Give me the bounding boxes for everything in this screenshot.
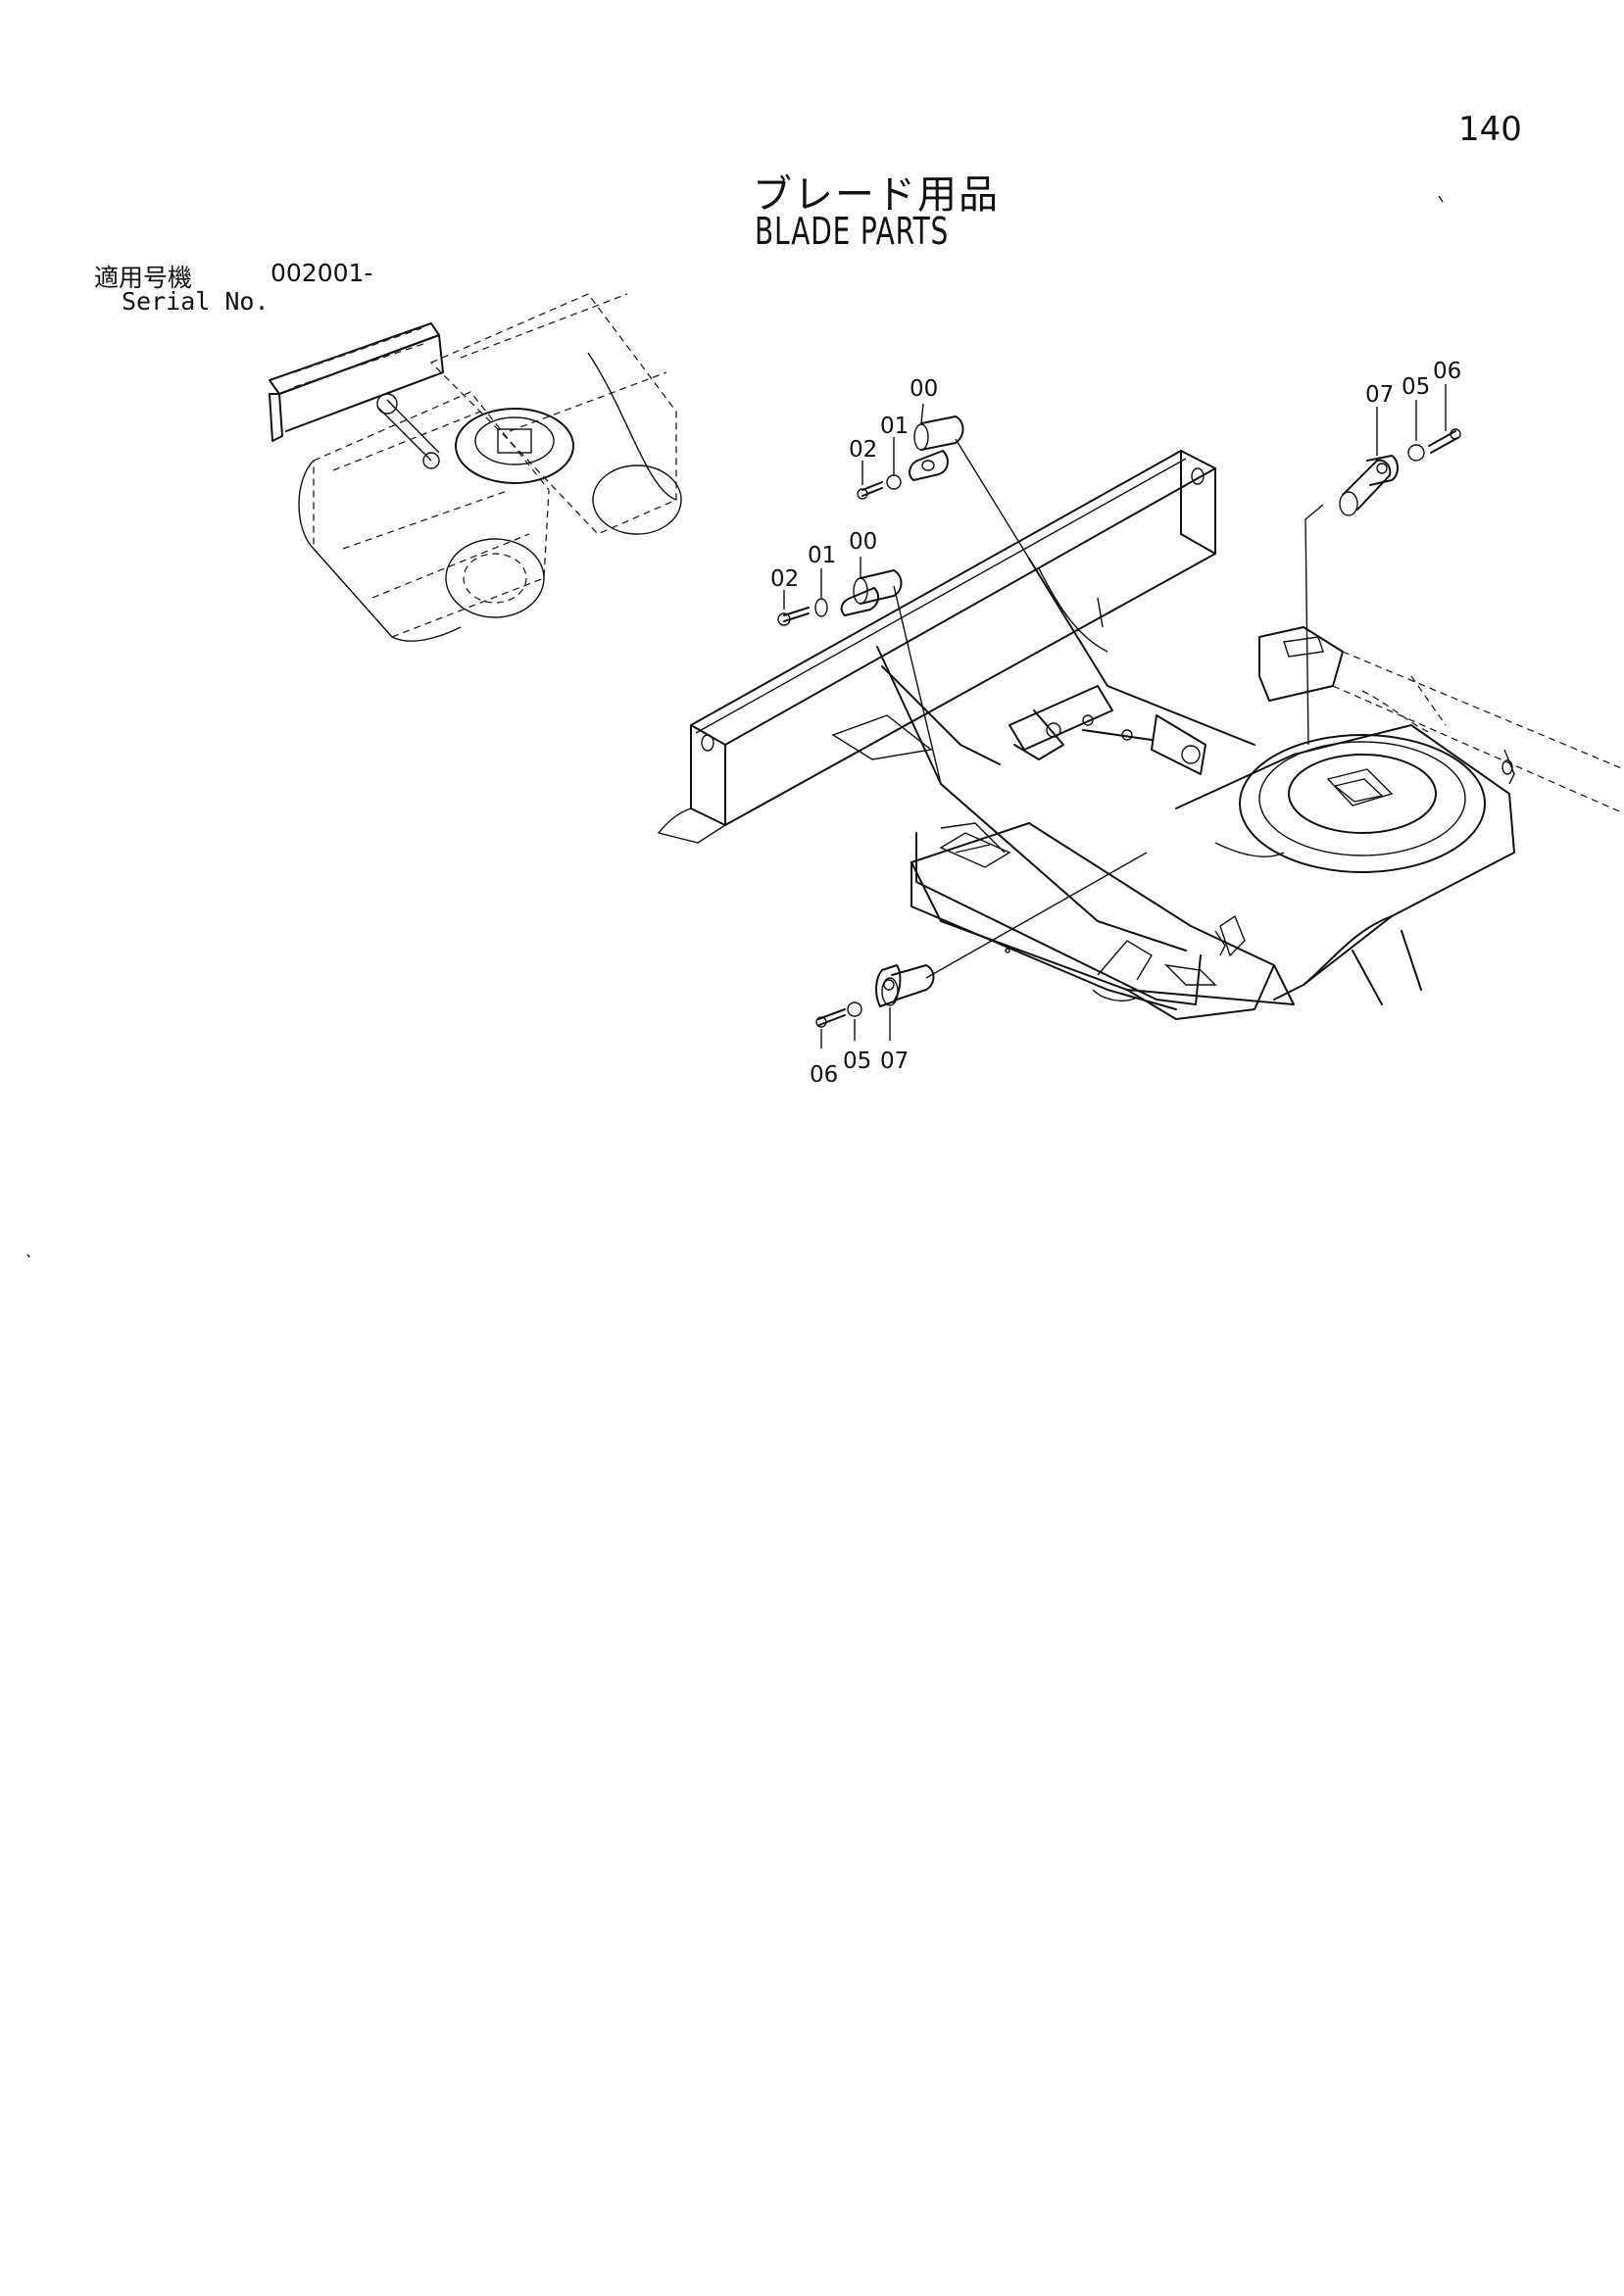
callout-bottom-05: 05: [843, 1049, 871, 1074]
pin-assembly-bottom: 06 05 07: [810, 852, 1148, 1088]
scan-mark: [1438, 195, 1444, 203]
pin-assembly-right: 07 05 06: [1304, 359, 1461, 746]
page-number: 140: [1458, 110, 1522, 149]
callout-right-06: 06: [1433, 359, 1461, 384]
serial-label-japanese: 適用号機: [94, 264, 193, 292]
key-view-undercarriage: [269, 293, 682, 642]
pin-assembly-upper: 00 01 02: [849, 376, 1030, 560]
callout-upper-00: 00: [910, 376, 938, 402]
pin-assembly-middle: 00 01 02: [770, 529, 942, 785]
callout-middle-00: 00: [849, 529, 877, 555]
callout-right-07: 07: [1365, 382, 1394, 408]
scan-mark: [26, 1253, 30, 1258]
page-title-english: BLADE PARTS: [755, 210, 950, 253]
callout-upper-01: 01: [880, 414, 909, 439]
serial-label-english: Serial No.: [122, 287, 270, 316]
main-view-frame: [910, 626, 1624, 1020]
callout-middle-02: 02: [770, 566, 799, 592]
callout-bottom-06: 06: [810, 1062, 838, 1088]
callout-bottom-07: 07: [880, 1049, 909, 1074]
callout-middle-01: 01: [808, 543, 836, 568]
main-view-blade: [657, 450, 1255, 952]
page-title-japanese: ブレード用品: [753, 172, 1000, 218]
callout-upper-02: 02: [849, 437, 877, 463]
callout-right-05: 05: [1402, 374, 1430, 400]
serial-number-value: 002001-: [271, 259, 373, 287]
